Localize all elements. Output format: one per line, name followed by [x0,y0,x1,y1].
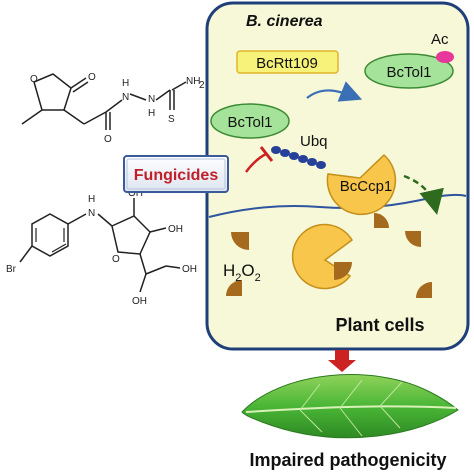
ros-fragment [416,282,432,298]
h2o2-sub2: 2 [255,272,261,284]
atom-label: O [104,134,112,145]
ros-fragment [374,213,389,228]
atom-label: OH [128,188,143,199]
organism-name: B. cinerea [246,13,323,30]
acetyl-group [436,51,454,63]
ubiquitin-label: Ubq [300,133,328,150]
atom-label: S [168,114,175,125]
atom-label: N [148,94,155,105]
bcrtt109-box [236,50,339,74]
acetyl-label: Ac [431,31,449,48]
ubiquitin-chain [271,146,326,169]
plant-leaf [241,374,459,439]
ubiquitin-bead [271,146,281,154]
ros-fragment [405,231,421,247]
atom-label: H [88,194,95,205]
inhibition-bar [259,146,274,162]
acetylation-arrow [306,81,363,102]
atom-label: 2 [199,80,205,91]
fungicides-box [123,155,229,193]
ros-fragments [226,213,432,298]
bctol1-acetylated-label: BcTol1 [386,64,431,81]
inhibition-line [245,152,267,173]
ubiquitin-bead [316,161,326,169]
bcccp1-label: BcCcp1 [340,178,393,195]
ubiquitin-bead [280,149,290,157]
h2o2-o: O [241,261,254,280]
atom-label: H [122,78,129,89]
fungicides-label: Fungicides [134,167,219,184]
atom-label: O [112,254,120,265]
bcccp1-shape [326,153,397,216]
secretion-arrow [403,174,444,215]
atom-label: Br [6,264,17,275]
h2o2-h: H [223,261,235,280]
atom-label: NH [186,76,200,87]
bctol1-acetylated-ellipse [364,53,454,89]
bctol1-ellipse [210,103,290,139]
bctol1-label: BcTol1 [227,114,272,131]
ubiquitin-bead [298,155,308,163]
atom-label: O [88,72,96,83]
outcome-label: Impaired pathogenicity [249,450,446,470]
bcrtt109-label: BcRtt109 [256,55,318,72]
plant-cells-label: Plant cells [335,315,424,335]
atom-label: N [88,208,95,219]
atom-label: OH [168,224,183,235]
atom-label: H [148,108,155,119]
ubiquitin-bead [307,158,317,166]
outcome-arrow [328,350,356,372]
chemical-structure-bromophenyl-glycoside: H N O OH OH OH OH Br [6,188,197,307]
ros-fragment-captured [334,262,352,280]
ros-fragment [226,280,242,296]
ubiquitin-bead [289,152,299,160]
atom-label: OH [182,264,197,275]
ros-fragment [231,232,249,250]
chemical-structure-hydrazinecarbothioamide: O O H N N H NH 2 O S [21,72,205,145]
h2o2-label: H2O2 [223,261,261,284]
atom-label: OH [132,296,147,307]
atom-label: N [122,92,129,103]
atom-label: O [30,74,38,85]
h2o2-sub1: 2 [235,272,241,284]
